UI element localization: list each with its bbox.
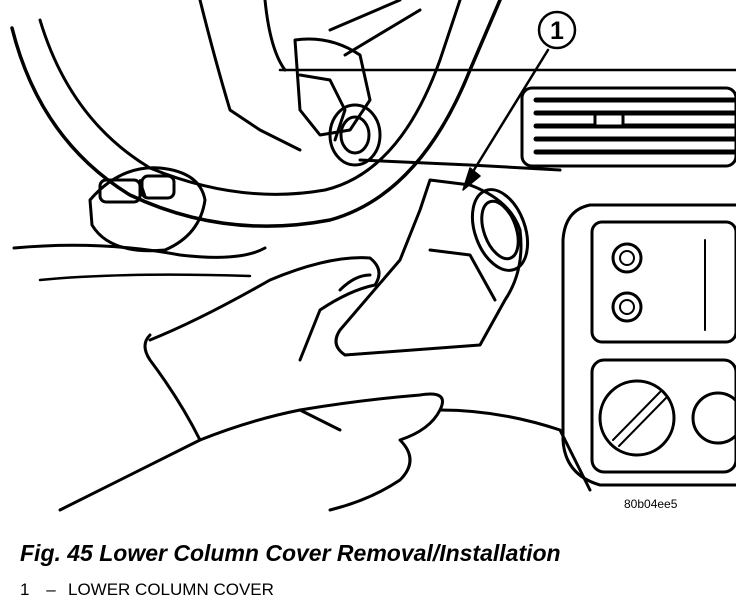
- legend-item-label: LOWER COLUMN COVER: [68, 580, 274, 599]
- dashboard-lower-edge: [358, 158, 562, 172]
- callout-leader: [462, 48, 550, 191]
- switch-pod: [88, 166, 207, 253]
- image-code: 80b04ee5: [624, 497, 678, 511]
- steering-wheel-spoke: [198, 0, 302, 152]
- column-cover-illustration: 1 80b04ee5: [10, 0, 736, 512]
- callout-circle: [537, 10, 577, 50]
- lower-column-cover: [334, 178, 530, 357]
- legend-item-separator: –: [46, 580, 56, 599]
- legend-item: 1–LOWER COLUMN COVER: [20, 580, 274, 600]
- steering-wheel-rim: [10, 0, 502, 228]
- legend-item-number: 1: [20, 580, 30, 599]
- hand-upper: [148, 256, 381, 362]
- callout-number: 1: [550, 17, 564, 45]
- figure-caption: Fig. 45 Lower Column Cover Removal/Insta…: [20, 540, 561, 566]
- switch-assembly: [293, 0, 422, 167]
- hand-lower: [58, 333, 592, 512]
- air-vent: [520, 86, 736, 168]
- control-panel: [561, 203, 736, 487]
